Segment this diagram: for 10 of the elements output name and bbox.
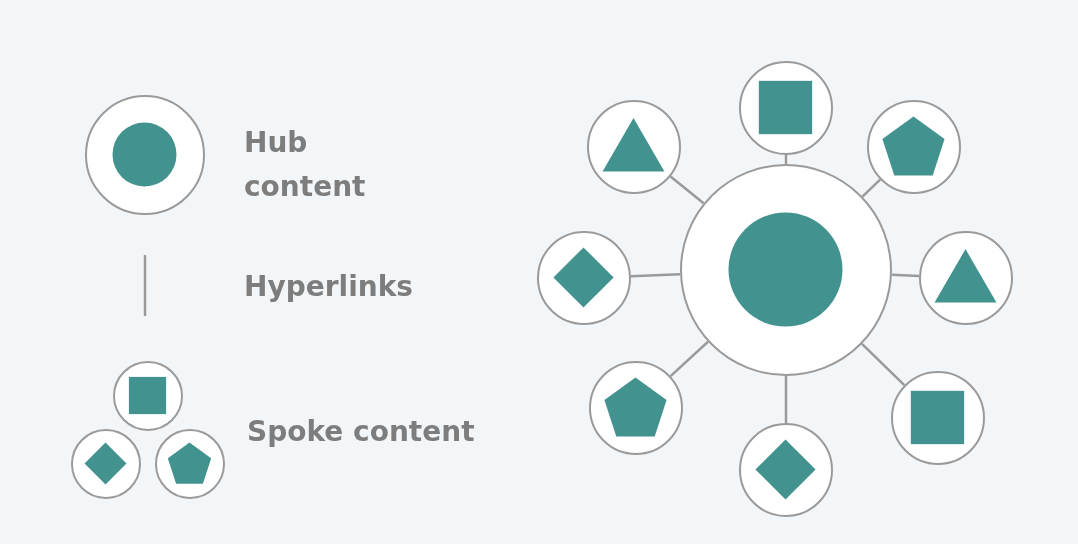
connector-line xyxy=(861,178,881,198)
connector-line xyxy=(669,175,705,205)
connector-line xyxy=(891,273,920,278)
connector-line xyxy=(630,272,681,278)
connector-line xyxy=(861,343,906,387)
legend-label: Hub content xyxy=(244,125,367,205)
legend-label: Spoke content xyxy=(247,414,476,450)
legend-label: Hyperlinks xyxy=(244,269,414,305)
connector-line xyxy=(669,340,709,378)
connector-line xyxy=(784,376,788,423)
